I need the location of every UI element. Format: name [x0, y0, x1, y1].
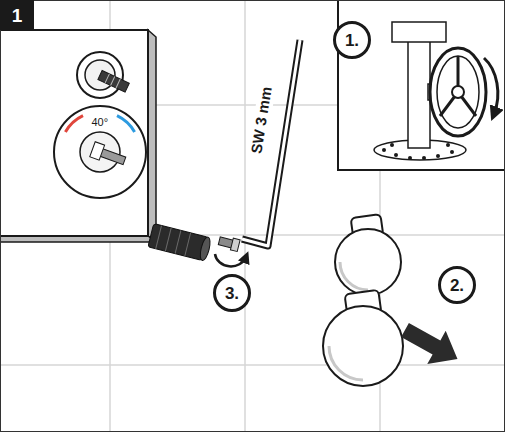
handle-knobs-part: [323, 306, 403, 386]
shutoff-valve-inset-part-part: [436, 154, 440, 158]
shutoff-valve-inset-part: [484, 58, 498, 114]
pull-arrow: [396, 313, 467, 375]
shutoff-valve-inset-part-part: [390, 143, 394, 147]
handle-knobs-part: [335, 229, 401, 295]
handle-knobs-part: [340, 262, 368, 290]
handle-knobs-part: [329, 346, 363, 380]
shutoff-valve-inset-part-part: [446, 143, 450, 147]
shutoff-valve-inset-part: [430, 48, 486, 136]
shutoff-valve-inset-part: [437, 56, 479, 128]
thermostat-dial-part: [80, 132, 120, 172]
diverter-spindle-part-part: [111, 76, 115, 85]
thermostat-dial-part: [65, 116, 83, 132]
shutoff-valve-inset-part-part: [422, 156, 426, 160]
temperature-mark: 40°: [90, 116, 111, 128]
shutoff-valve-inset-part-part: [394, 153, 398, 157]
cartridge-sleeve-part: [148, 224, 208, 261]
shutoff-valve-inset-part: [392, 22, 446, 42]
callout-circle: 1.: [333, 21, 371, 59]
diverter-spindle-part: [98, 70, 129, 92]
diverter-spindle-part-part: [105, 74, 109, 83]
cartridge-sleeve-part: [185, 233, 191, 256]
thermostat-dial: [54, 106, 146, 198]
wall-plate-part: [0, 30, 148, 236]
rotation-arrow: [215, 254, 246, 266]
hex-key-part: [242, 40, 300, 246]
hex-key-part: [242, 40, 300, 246]
step-number-box: 1: [0, 0, 34, 30]
hex-key: [242, 40, 300, 246]
rotation-arrow-part: [215, 254, 246, 266]
wall-plate-part: [148, 30, 156, 242]
thermostat-dial-part: [90, 142, 127, 169]
step-number: 1: [12, 6, 23, 25]
cartridge-sleeve-part: [156, 226, 162, 249]
shutoff-valve-inset-part-part: [408, 156, 412, 160]
callout-circle: 2.: [438, 266, 476, 304]
shutoff-valve-inset-part-part: [450, 150, 454, 154]
cartridge-sleeve: [148, 224, 212, 262]
grub-screw: [218, 235, 240, 251]
callout-number: 2.: [450, 277, 464, 294]
wall-tiles-part: [0, 364, 505, 366]
callout-number: 3.: [225, 285, 239, 302]
diverter-spindle-part-part: [98, 70, 129, 92]
handle-knobs: [323, 214, 403, 386]
shutoff-valve-inset-part: [452, 86, 464, 98]
cartridge-sleeve-part: [198, 236, 212, 261]
diverter-spindle: [77, 52, 129, 98]
cartridge-sleeve-part: [165, 228, 171, 251]
wall-tiles-part: [244, 0, 246, 432]
key-size: SW 3 mm: [248, 83, 275, 156]
shutoff-valve-inset-part-part: [382, 148, 386, 152]
thermostat-dial-part: [54, 106, 146, 198]
grub-screw-part: [230, 238, 240, 251]
shutoff-valve-inset-part: [408, 40, 430, 148]
callout-circle: 3.: [213, 274, 251, 312]
wall-plate: [0, 30, 156, 242]
callout-number: 1.: [345, 32, 359, 49]
pull-arrow-part: [396, 313, 467, 375]
thermostat-dial-part: [117, 116, 135, 132]
cartridge-sleeve-part: [175, 230, 181, 253]
thermostat-dial-part-part: [90, 142, 105, 160]
diverter-spindle-part-part: [116, 79, 120, 88]
